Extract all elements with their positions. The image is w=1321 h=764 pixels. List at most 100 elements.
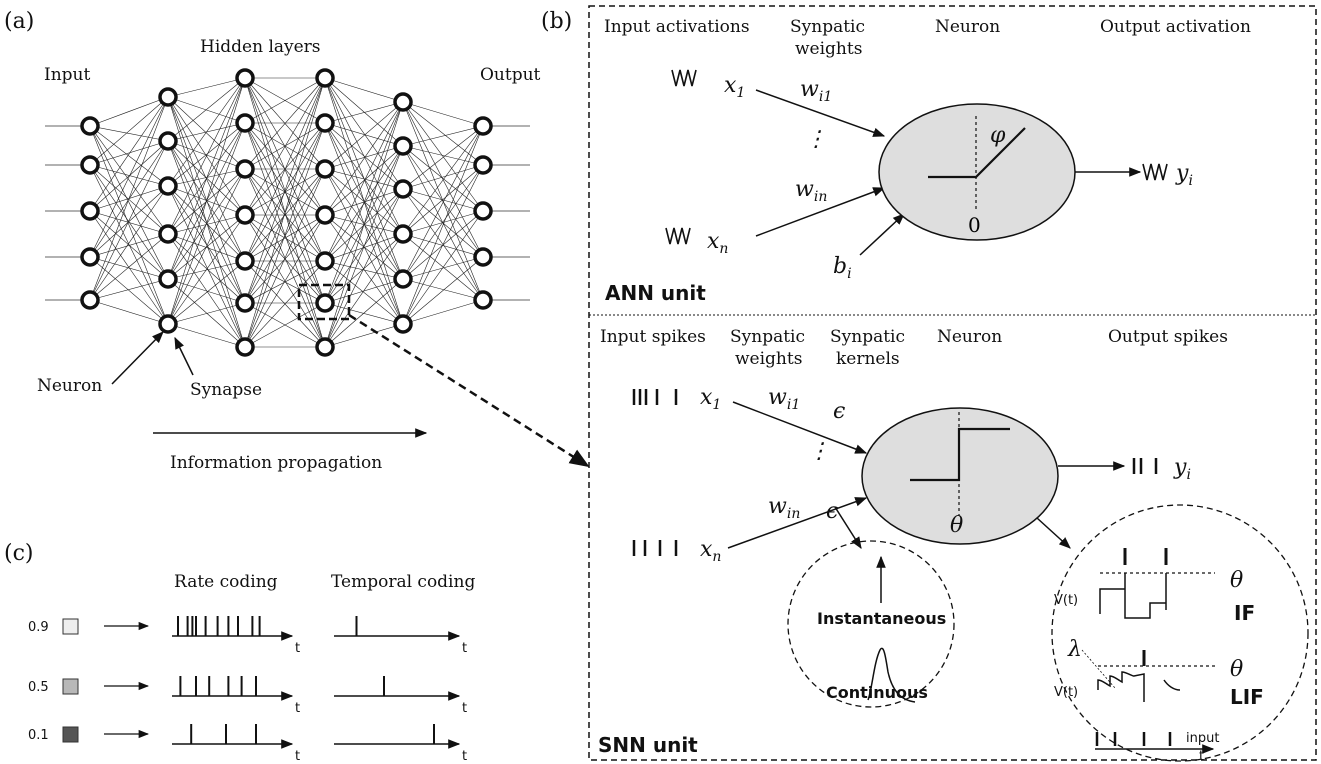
synapse-line (324, 101, 404, 216)
synapse-line (402, 188, 484, 212)
synapse-line (402, 299, 484, 325)
ann-col-weights-1: Synpatic (790, 17, 865, 37)
neuron-node (473, 155, 493, 175)
neuron-node (315, 159, 335, 179)
synapse-line (324, 122, 404, 280)
synapse-line (402, 125, 484, 147)
if-vt-label: V(t) (1054, 593, 1078, 608)
synapse-line (324, 323, 404, 348)
neuron-node (393, 314, 413, 334)
synapse-line (89, 299, 169, 325)
snn-output-y: yi (1173, 455, 1191, 483)
neuron-node (158, 269, 178, 289)
network-neurons (80, 68, 493, 357)
synapse-line (244, 168, 326, 348)
synapse-line (402, 164, 484, 235)
synapse-line (324, 233, 404, 262)
synapse-line (89, 96, 169, 301)
neuron-node (235, 113, 255, 133)
ann-x1-signal-icon (671, 69, 697, 87)
synapse-line (402, 278, 484, 301)
synapse-line (324, 77, 404, 190)
synapse-line (89, 96, 169, 258)
ann-output-y: yi (1175, 161, 1193, 189)
neuron-node (315, 293, 335, 313)
synapse-line (324, 77, 404, 103)
synapse-line (89, 210, 169, 235)
neuron-node (235, 293, 255, 313)
rate-coding-label: Rate coding (174, 572, 278, 592)
dynamics-t-label: t (1199, 749, 1204, 764)
synapse-line (167, 185, 246, 304)
synapse-line (244, 168, 326, 262)
synapse-line (89, 96, 169, 212)
neuron-node (158, 131, 178, 151)
neuron-node (158, 87, 178, 107)
panel-b: (b) Input activations Synpatic weights N… (541, 5, 1317, 764)
synapse-line (324, 101, 404, 348)
neuron-node (315, 113, 335, 133)
snn-col-kernels-2: kernels (836, 349, 900, 369)
synapse-line (89, 125, 169, 235)
neuron-node (473, 116, 493, 136)
kernel-instant-label: Instantaneous (817, 609, 946, 628)
snn-col-weights-1: Synpatic (730, 327, 805, 347)
neuron-node (235, 159, 255, 179)
snn-x1: x1 (700, 385, 721, 413)
synapse-line (167, 168, 246, 325)
synapse-line (402, 145, 484, 166)
panel-b-frame (588, 5, 1317, 761)
synapse-line (402, 101, 484, 212)
synapse-line (324, 168, 404, 190)
kernel-continuous-curve (867, 647, 916, 703)
synapse-line (324, 101, 404, 304)
synapse-line (324, 302, 404, 325)
synapse-line (244, 214, 326, 304)
snn-col-input: Input spikes (600, 327, 706, 347)
synapse-line (402, 256, 484, 325)
synapse-line (324, 233, 404, 348)
temporal-t-label: t (462, 749, 467, 764)
snn-col-output: Output spikes (1108, 327, 1228, 347)
neuron-node (158, 224, 178, 244)
snn-wn-edge (727, 497, 868, 549)
ann-phi: φ (990, 123, 1006, 148)
neuron-node (473, 290, 493, 310)
dynamics-input-axis: input t (1095, 731, 1219, 764)
synapse-line (244, 214, 326, 262)
input-layer-label: Input (44, 65, 90, 85)
synapse-line (324, 77, 404, 147)
neuron-callout-label: Neuron (37, 376, 102, 396)
synapse-line (167, 77, 246, 98)
neuron-callout-arrow (111, 331, 164, 385)
neuron-node (315, 205, 335, 225)
ann-unit-title: ANN unit (605, 281, 706, 305)
neuron-node (315, 68, 335, 88)
neuron-node (393, 224, 413, 244)
synapse-line (167, 233, 246, 262)
synapse-line (167, 233, 246, 348)
rate-t-label: t (295, 641, 300, 656)
neuron-node (80, 201, 100, 221)
lif-lambda: λ (1067, 637, 1082, 662)
synapse-line (244, 77, 326, 216)
synapse-line (167, 122, 246, 325)
ann-wn-edge (755, 187, 886, 237)
synapse-line (324, 168, 404, 235)
synapse-line (402, 164, 484, 325)
synapse-line (89, 210, 169, 280)
network-synapses (45, 77, 530, 348)
ann-col-input: Input activations (604, 17, 750, 37)
snn-xn: xn (700, 537, 721, 565)
neuron-node (393, 179, 413, 199)
panel-b-tag: (b) (541, 9, 572, 34)
synapse-callout-arrow (174, 336, 194, 376)
synapse-line (89, 210, 169, 325)
synapse-line (402, 101, 484, 166)
synapse-line (324, 101, 404, 262)
ann-x1: x1 (724, 73, 745, 101)
if-theta: θ (1230, 568, 1243, 593)
synapse-line (167, 77, 246, 235)
synapse-line (402, 125, 484, 280)
